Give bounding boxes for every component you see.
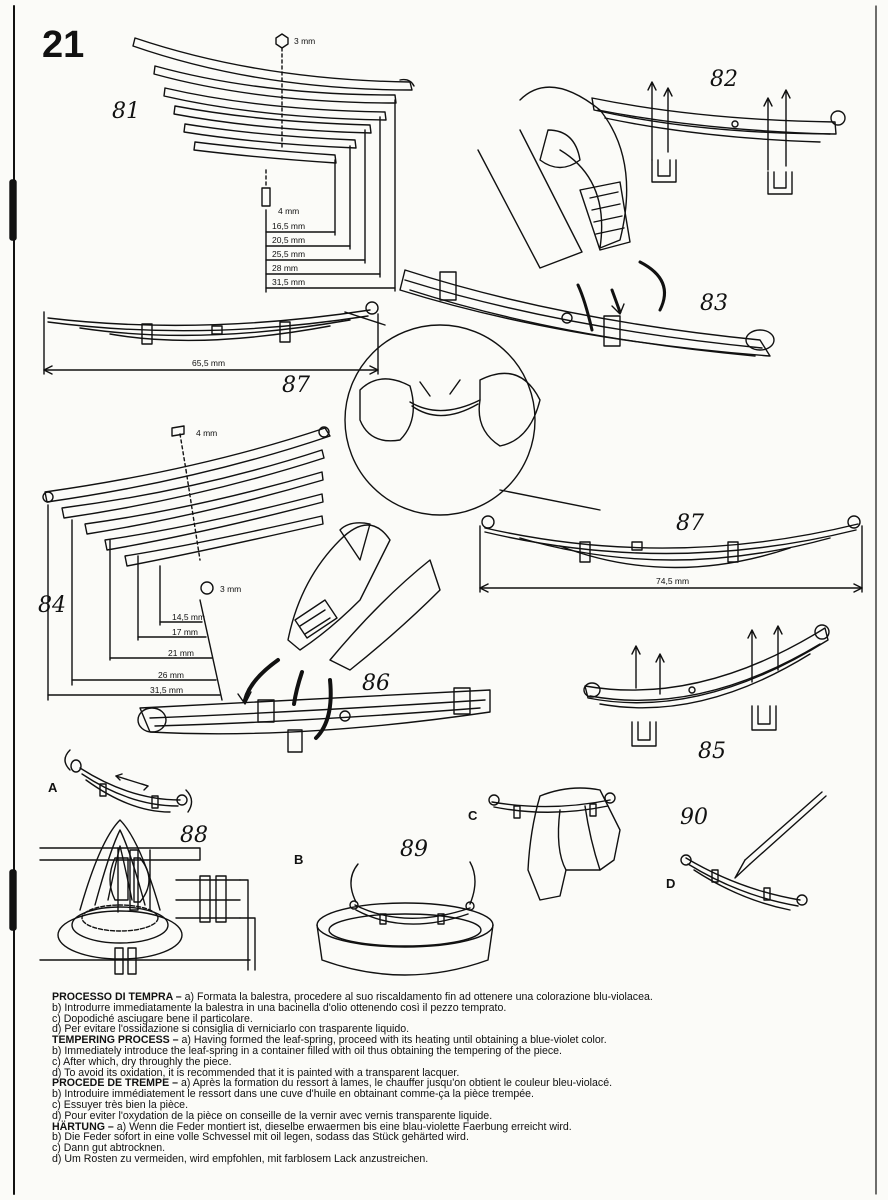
step-87a-label: 87	[282, 373, 310, 398]
step-82-spring-clamps	[591, 81, 846, 195]
section-heading-de: HÄRTUNG –	[52, 1120, 114, 1133]
dim-84-d5: 31,5 mm	[150, 685, 183, 695]
step-89-label: 89	[400, 837, 428, 862]
dim-84-d2: 17 mm	[172, 627, 198, 637]
instruction-line: d) Um Rosten zu vermeiden, wird empfohle…	[52, 1152, 429, 1165]
dim-87b: 74,5 mm	[656, 576, 689, 586]
step-82-label: 82	[710, 67, 738, 92]
step-87-spring-74	[479, 515, 863, 593]
step-90-label: 90	[680, 805, 708, 830]
step-86-label: 86	[362, 671, 390, 696]
dim-81-d5: 31,5 mm	[272, 277, 305, 287]
instruction-line: b) Introduire immédiatement le ressort d…	[52, 1088, 534, 1101]
step-83-label: 83	[700, 291, 728, 316]
dim-84-d4: 26 mm	[158, 670, 184, 680]
instruction-line: d) Pour eviter l'oxydation de la pièce o…	[52, 1109, 493, 1122]
dim-81-screw: 3 mm	[294, 36, 315, 46]
step-87b-label: 87	[676, 511, 704, 536]
figure-b-label: B	[294, 852, 303, 867]
section-heading-fr: PROCEDE DE TREMPE –	[52, 1077, 178, 1090]
figure-a-bending	[64, 749, 193, 813]
instruction-line: HÄRTUNG – a) Wenn die Feder montiert ist…	[52, 1120, 842, 1133]
dim-81-d1: 16,5 mm	[272, 221, 305, 231]
step-81-exploded-spring	[132, 33, 415, 293]
instruction-line: PROCEDE DE TREMPE – a) Après la formatio…	[52, 1078, 842, 1089]
step-87-spring-65	[43, 301, 379, 375]
dim-81-bolt: 4 mm	[278, 206, 299, 216]
figure-a-label: A	[48, 780, 58, 795]
instruction-line: PROCESSO DI TEMPRA – a) Formata la bales…	[52, 992, 842, 1003]
dim-84-nut: 3 mm	[220, 584, 241, 594]
dim-84-screw: 4 mm	[196, 428, 217, 438]
figure-c-label: C	[468, 808, 478, 823]
step-84-exploded-spring	[42, 425, 331, 701]
dim-81-d3: 25,5 mm	[272, 249, 305, 259]
step-88-label: 88	[180, 823, 208, 848]
step-85-spring-clamps	[583, 624, 830, 747]
step-81-label: 81	[112, 99, 140, 124]
figure-d-label: D	[666, 876, 675, 891]
instruction-line: b) Immediately introduce the leaf-spring…	[52, 1044, 562, 1057]
figure-c-drying	[488, 787, 621, 901]
dim-87a: 65,5 mm	[192, 358, 225, 368]
instruction-line: c) Essuyer très bien la pièce.	[52, 1098, 189, 1111]
tempering-instructions: PROCESSO DI TEMPRA – a) Formata la bales…	[52, 992, 842, 1165]
instruction-line: b) Introdurre immediatamente la balestra…	[52, 1001, 507, 1014]
instruction-text: a) Wenn die Feder montiert ist, dieselbe…	[116, 1120, 572, 1133]
instruction-text: a) Formata la balestra, procedere al suo…	[184, 991, 653, 1003]
instruction-line: d) To avoid its oxidation, it is recomme…	[52, 1066, 460, 1079]
instruction-line: d) Per evitare l'ossidazione si consigli…	[52, 1023, 410, 1036]
instruction-line: c) Dann gut abtrocknen.	[52, 1142, 166, 1155]
step-90-painting	[680, 791, 827, 911]
dim-81-d2: 20,5 mm	[272, 235, 305, 245]
instruction-line: b) Die Feder sofort in eine volle Schves…	[52, 1131, 469, 1144]
instruction-line: c) Dopodiché asciugare bene il particola…	[52, 1012, 253, 1025]
instruction-line: TEMPERING PROCESS – a) Having formed the…	[52, 1035, 842, 1046]
step-89-oil-bath	[316, 861, 494, 976]
detail-bending-hands	[344, 311, 601, 516]
page-number: 21	[42, 24, 85, 66]
instruction-text: a) Après la formation du ressort à lames…	[180, 1077, 613, 1090]
dim-81-d4: 28 mm	[272, 263, 298, 273]
section-heading-en: TEMPERING PROCESS –	[52, 1034, 179, 1047]
step-85-label: 85	[698, 739, 726, 764]
instruction-line: c) After which, dry throughly the piece.	[52, 1055, 232, 1068]
dim-84-d3: 21 mm	[168, 648, 194, 658]
step-86-pliers-crimp	[137, 522, 491, 753]
step-88-gas-burner	[39, 819, 256, 975]
section-heading-it: PROCESSO DI TEMPRA –	[52, 991, 182, 1003]
instruction-text: a) Having formed the leaf-spring, procee…	[181, 1034, 607, 1047]
step-83-pliers-crimp	[399, 86, 775, 357]
dim-84-d1: 14,5 mm	[172, 612, 205, 622]
step-84-label: 84	[38, 593, 66, 618]
